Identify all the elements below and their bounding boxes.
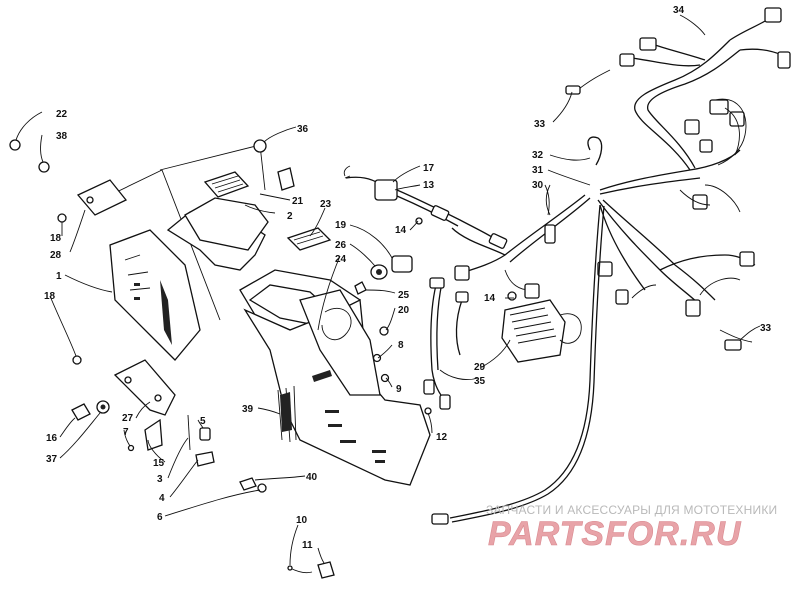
callout-16: 16 (46, 433, 58, 444)
callout-10: 10 (296, 515, 308, 526)
callout-9: 9 (396, 384, 402, 395)
leader-lines (15, 14, 761, 566)
callout-14-lower: 14 (395, 225, 407, 236)
callout-27: 27 (122, 413, 134, 424)
watermark-tagline: ЗАПЧАСТИ И АКСЕССУАРЫ ДЛЯ МОТОТЕХНИКИ (486, 503, 777, 517)
console-assembly (9, 139, 432, 579)
callout-30: 30 (532, 180, 544, 191)
callout-35: 35 (474, 376, 486, 387)
callout-7: 7 (123, 427, 129, 438)
callout-14-upper: 14 (484, 293, 496, 304)
callout-36: 36 (297, 124, 309, 135)
callout-3: 3 (157, 474, 163, 485)
callout-21: 21 (292, 196, 304, 207)
callout-labels: 34 33 32 31 30 14 29 35 33 22 38 36 17 1… (44, 5, 772, 551)
callout-1: 1 (56, 271, 62, 282)
callout-5: 5 (200, 416, 206, 427)
callout-39: 39 (242, 404, 254, 415)
callout-37: 37 (46, 454, 58, 465)
callout-25: 25 (398, 290, 410, 301)
callout-29: 29 (474, 362, 486, 373)
callout-28: 28 (50, 250, 62, 261)
callout-2: 2 (287, 211, 293, 222)
wiring-harness (345, 7, 791, 525)
watermark: ЗАПЧАСТИ И АКСЕССУАРЫ ДЛЯ МОТОТЕХНИКИ PA… (486, 503, 777, 553)
callout-31: 31 (532, 165, 544, 176)
callout-17: 17 (423, 163, 435, 174)
callout-33-lower: 33 (760, 323, 772, 334)
callout-19: 19 (335, 220, 347, 231)
callout-24: 24 (335, 254, 347, 265)
callout-15: 15 (153, 458, 165, 469)
callout-20: 20 (398, 305, 410, 316)
callout-38: 38 (56, 131, 68, 142)
callout-18-lower: 18 (44, 291, 56, 302)
callout-23: 23 (320, 199, 332, 210)
callout-33-upper: 33 (534, 119, 546, 130)
callout-4: 4 (159, 493, 165, 504)
callout-11: 11 (302, 540, 313, 551)
callout-40: 40 (306, 472, 318, 483)
callout-32: 32 (532, 150, 544, 161)
callout-34: 34 (673, 5, 685, 16)
callout-26: 26 (335, 240, 347, 251)
callout-12: 12 (436, 432, 448, 443)
callout-8: 8 (398, 340, 404, 351)
callout-6: 6 (157, 512, 163, 523)
callout-13: 13 (423, 180, 435, 191)
callout-18-upper: 18 (50, 233, 62, 244)
watermark-logo: PARTSFOR.RU (488, 515, 742, 553)
callout-22: 22 (56, 109, 68, 120)
